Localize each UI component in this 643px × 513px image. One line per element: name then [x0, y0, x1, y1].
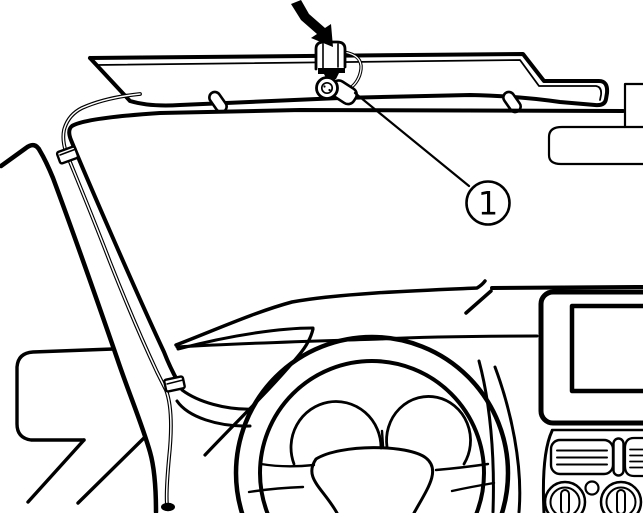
wheel-spoke-left-upper	[259, 462, 316, 468]
wheel-rim-outer	[233, 334, 511, 513]
cowl-curve-upper	[180, 388, 254, 411]
connector-face	[315, 76, 339, 100]
door-window	[15, 347, 147, 505]
connector-pin-dot-1	[323, 85, 326, 88]
display-monitor	[538, 289, 643, 426]
stack-bezel-left	[541, 429, 554, 513]
connector-pin-dot-2	[328, 88, 331, 92]
clamp-base	[318, 68, 345, 80]
clamp-band	[314, 40, 347, 71]
left-a-pillar	[0, 142, 159, 513]
wheel-rim-inner	[258, 359, 486, 513]
cowl-curve-lower	[175, 399, 252, 428]
clamp-connector-assembly	[314, 40, 363, 106]
air-vent-right	[623, 436, 643, 478]
steering-wheel	[233, 334, 511, 513]
cable-core	[62, 93, 172, 506]
cable-end-terminal	[161, 502, 175, 512]
cable-clip-lower	[163, 375, 186, 393]
dash-hood-line	[176, 326, 315, 351]
dash-upper-edge	[174, 279, 487, 347]
wheel-lobe-left	[289, 400, 383, 466]
right-cowl-curve-2	[493, 365, 522, 513]
door-window-outline	[15, 347, 115, 442]
dash-right-edge	[490, 285, 643, 290]
callout-1: 1	[353, 91, 511, 226]
cable-clip-upper	[55, 145, 80, 165]
air-vent-left	[549, 438, 615, 476]
callout-leader-line	[353, 91, 471, 188]
wheel-horn-pad	[310, 446, 435, 513]
connector-pin-ring	[320, 81, 334, 95]
antenna-cable	[55, 92, 186, 512]
roof-structures	[547, 82, 643, 166]
wheel-spoke-right-upper	[434, 462, 490, 472]
monitor-bezel	[538, 289, 643, 426]
roof-rail-box	[547, 125, 643, 166]
pointer-arrow-icon	[291, 0, 333, 47]
center-stack	[541, 428, 643, 513]
panel-inner-line	[96, 59, 603, 101]
wheel-spoke-left-lower	[247, 485, 305, 494]
callout-circle	[465, 180, 511, 226]
stack-small-button	[584, 480, 600, 496]
dash-left-diagonal-1	[26, 438, 86, 504]
wheel-lobe-notch	[380, 429, 385, 448]
connector-cable-loop-core	[343, 51, 362, 89]
panel-outline	[88, 52, 610, 108]
sun-shade-panel	[88, 52, 610, 114]
control-knob-right	[599, 480, 643, 513]
monitor-screen	[569, 303, 643, 394]
right-cowl-curve-1	[477, 359, 495, 513]
dash-left-diagonal-2	[76, 435, 147, 505]
wheel-spoke-right-lower	[450, 481, 496, 493]
pillar-outer-edge	[0, 142, 159, 513]
wheel-lobe-right	[385, 395, 472, 466]
control-knob-left	[543, 480, 587, 513]
vent-divider	[612, 437, 625, 477]
right-pillar-stub	[464, 289, 493, 315]
roof-console-corner	[623, 82, 643, 129]
callout-label: 1	[478, 185, 498, 223]
